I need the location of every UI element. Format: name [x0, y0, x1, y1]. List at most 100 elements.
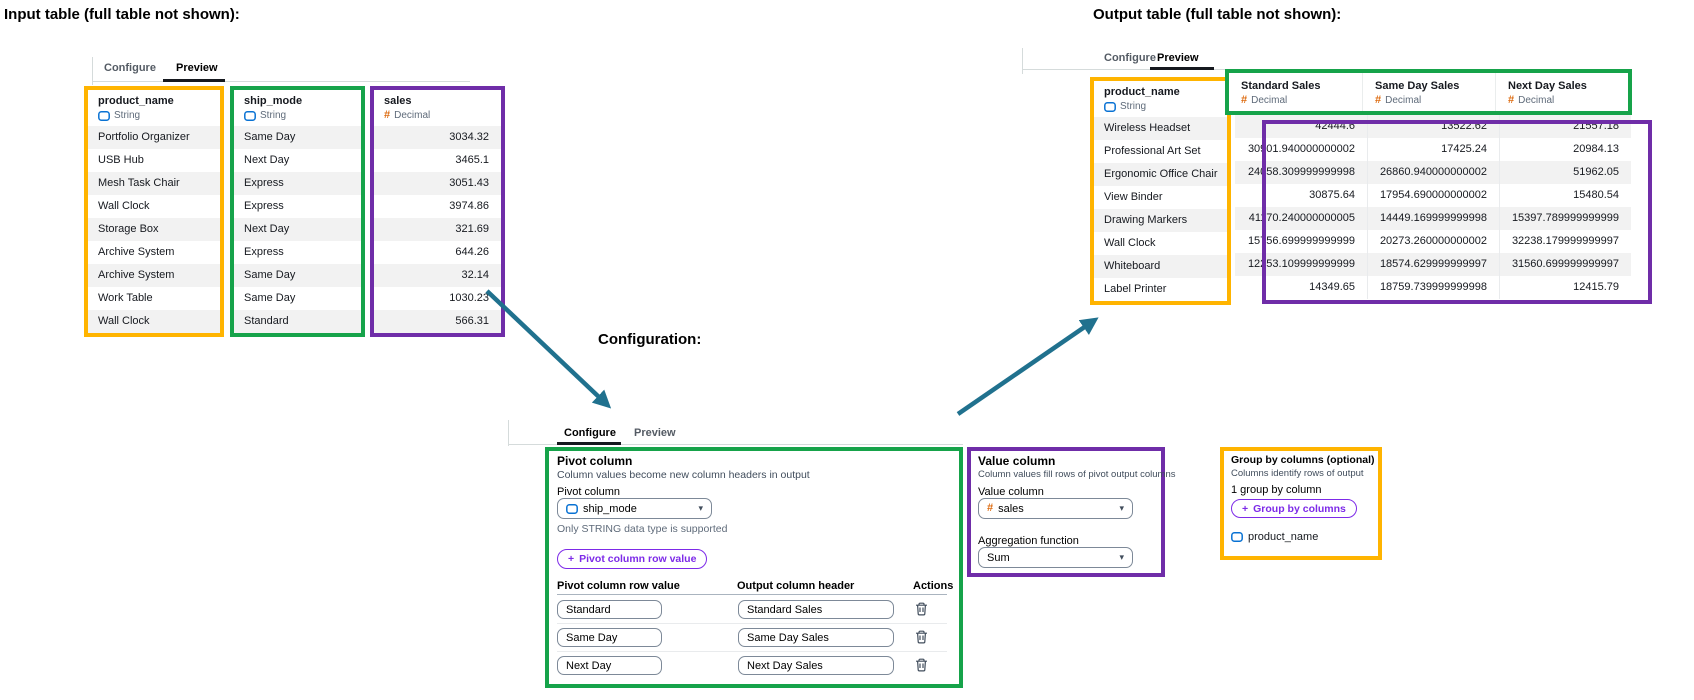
output-card-edge — [1022, 48, 1023, 74]
table-cell: Drawing Markers — [1094, 209, 1227, 232]
column-type-label: String — [1120, 101, 1147, 112]
output-column-header-input[interactable] — [738, 628, 894, 647]
aggregation-function-label: Aggregation function — [978, 535, 1079, 547]
value-column-select[interactable]: # sales ▾ — [978, 498, 1133, 519]
table-cell: 31560.699999999997 — [1499, 253, 1631, 276]
column-name: product_name — [98, 95, 174, 107]
table-cell: Next Day — [234, 218, 361, 241]
pivot-row-value-column-header: Pivot column row value — [557, 580, 680, 592]
table-cell: Same Day — [234, 126, 361, 149]
table-cell: 21557.18 — [1499, 115, 1631, 138]
table-cell: Label Printer — [1094, 278, 1227, 301]
add-groupby-columns-button[interactable]: + Group by columns — [1231, 499, 1357, 518]
column-type-label: Decimal — [1385, 95, 1422, 106]
table-cell: Standard — [234, 310, 361, 333]
table-cell: 18759.739999999998 — [1367, 276, 1499, 299]
table-cell: 3974.86 — [374, 195, 501, 218]
input-tab-configure[interactable]: Configure — [104, 62, 156, 74]
arrow-config-to-output — [956, 317, 1099, 416]
delete-row-icon[interactable] — [915, 630, 929, 646]
column-header: Standard Sales #Decimal — [1229, 73, 1362, 111]
output-tab-active-underline — [1150, 67, 1214, 70]
table-cell: Wall Clock — [88, 195, 220, 218]
column-type-label: String — [114, 110, 141, 121]
column-header: Next Day Sales #Decimal — [1495, 73, 1636, 111]
table-cell: 12253.109999999999 — [1247, 258, 1355, 270]
chevron-down-icon: ▾ — [1119, 552, 1124, 562]
output-pivot-headers-annotation-box: Standard Sales #Decimal Same Day Sales #… — [1225, 69, 1632, 115]
pivot-row-value-input[interactable] — [557, 628, 662, 647]
table-cell: 32238.179999999997 — [1499, 230, 1631, 253]
pivot-row-value-input[interactable] — [557, 656, 662, 675]
table-cell: Wireless Headset — [1094, 117, 1227, 140]
delete-row-icon[interactable] — [915, 658, 929, 674]
input-card-edge — [92, 57, 93, 85]
table-cell: 3465.1 — [374, 149, 501, 172]
table-cell: 20273.260000000002 — [1367, 230, 1499, 253]
value-section-description: Column values fill rows of pivot output … — [978, 469, 1176, 480]
table-cell: Whiteboard — [1094, 255, 1227, 278]
table-cell: 321.69 — [374, 218, 501, 241]
column-type-label: Decimal — [394, 110, 431, 121]
add-pivot-row-value-button[interactable]: + Pivot column row value — [557, 549, 708, 569]
decimal-type-icon: # — [1241, 94, 1248, 106]
string-type-icon — [566, 503, 578, 514]
table-cell: 15480.54 — [1499, 184, 1631, 207]
column-name: sales — [384, 95, 412, 107]
table-cell: Mesh Task Chair — [88, 172, 220, 195]
table-cell: 17425.24 — [1367, 138, 1499, 161]
table-cell: 30875.64 — [1309, 189, 1355, 201]
table-cell: 18574.629999999997 — [1367, 253, 1499, 276]
pivot-column-field-label: Pivot column — [557, 486, 620, 498]
output-tab-divider — [1022, 69, 1232, 70]
pivot-row-value-input[interactable] — [557, 600, 662, 619]
output-column-header-input[interactable] — [738, 656, 894, 675]
column-name: ship_mode — [244, 95, 303, 107]
pivot-column-select[interactable]: ship_mode ▾ — [557, 498, 712, 519]
column-name: product_name — [1104, 86, 1180, 98]
chevron-down-icon: ▾ — [698, 503, 703, 513]
output-tab-preview[interactable]: Preview — [1157, 52, 1199, 64]
string-type-icon — [1104, 101, 1116, 112]
input-tab-active-underline — [163, 79, 225, 82]
table-cell: 30901.940000000002 — [1247, 143, 1355, 155]
table-cell: 1030.23 — [374, 287, 501, 310]
pivot-column-select-value: ship_mode — [583, 502, 637, 515]
table-cell: 13522.62 — [1367, 115, 1499, 138]
input-tab-preview[interactable]: Preview — [176, 62, 218, 74]
output-column-header-input[interactable] — [738, 600, 894, 619]
config-tab-preview[interactable]: Preview — [634, 427, 676, 439]
delete-row-icon[interactable] — [915, 602, 929, 618]
config-row-divider — [557, 651, 947, 652]
config-tab-configure[interactable]: Configure — [564, 427, 616, 439]
table-cell: 15397.789999999999 — [1499, 207, 1631, 230]
output-tab-configure[interactable]: Configure — [1104, 52, 1156, 64]
decimal-type-icon: # — [1508, 94, 1515, 106]
chevron-down-icon: ▾ — [1119, 503, 1124, 513]
table-cell: 51962.05 — [1499, 161, 1631, 184]
plus-icon: + — [568, 553, 575, 565]
decimal-type-icon: # — [1375, 94, 1382, 106]
column-name: Next Day Sales — [1508, 80, 1587, 92]
value-column-field-label: Value column — [978, 486, 1044, 498]
table-cell: 17954.690000000002 — [1367, 184, 1499, 207]
config-card-edge — [508, 420, 509, 446]
table-cell: 14349.65 — [1309, 281, 1355, 293]
table-cell: 15756.699999999999 — [1247, 235, 1355, 247]
column-header: product_name String — [88, 90, 220, 126]
column-header: sales #Decimal — [374, 90, 501, 126]
table-cell: View Binder — [1094, 186, 1227, 209]
actions-column-header: Actions — [913, 580, 954, 592]
aggregation-function-select[interactable]: Sum ▾ — [978, 547, 1133, 568]
string-type-icon — [1231, 532, 1243, 542]
table-cell: 566.31 — [374, 310, 501, 333]
table-cell: Storage Box — [88, 218, 220, 241]
